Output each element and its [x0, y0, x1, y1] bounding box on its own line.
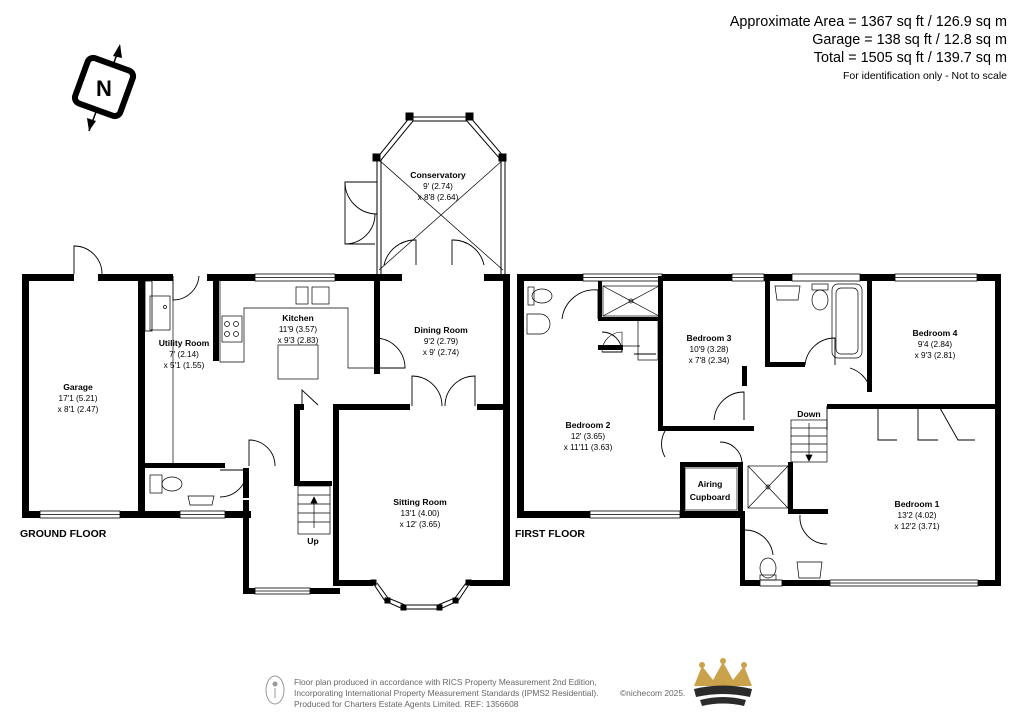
staircase-down — [790, 419, 828, 463]
room-utility: Utility Room 7' (2.14) x 5'1 (1.55) — [159, 338, 210, 370]
first-floor-windows — [582, 273, 979, 587]
area-summary: Approximate Area = 1367 sq ft / 126.9 sq… — [730, 13, 1007, 84]
room-airing-cupboard: Airing Cupboard — [690, 479, 731, 502]
room-dim-1: 9'4 (2.84) — [918, 340, 953, 349]
area-total: Total = 1505 sq ft / 139.7 sq m — [813, 50, 1007, 66]
room-name: Sitting Room — [393, 497, 447, 507]
crown-logo — [694, 658, 752, 706]
ground-floor-label: GROUND FLOOR — [20, 528, 107, 540]
room-bedroom-3: Bedroom 3 10'9 (3.28) x 7'8 (2.34) — [687, 333, 732, 365]
first-floor-label: FIRST FLOOR — [515, 528, 585, 540]
ground-floor-windows — [39, 273, 336, 595]
room-sitting: Sitting Room 13'1 (4.00) x 12' (3.65) — [393, 497, 447, 529]
room-dim-2: x 8'8 (2.64) — [418, 193, 459, 202]
room-dim-1: 7' (2.14) — [169, 350, 199, 359]
stairs-down-label: Down — [797, 409, 820, 419]
room-dim-2: x 8'1 (2.47) — [58, 405, 99, 414]
room-dim-1: 11'9 (3.57) — [279, 325, 318, 334]
room-dim-1: 17'1 (5.21) — [59, 394, 98, 403]
room-dim-1: 9' (2.74) — [423, 182, 453, 191]
room-dim-2: x 9' (2.74) — [423, 348, 459, 357]
first-floor-fittings — [526, 283, 863, 581]
footer-line-1: Floor plan produced in accordance with R… — [294, 677, 597, 687]
room-name: Dining Room — [414, 325, 468, 335]
ground-floor-doors — [73, 181, 485, 498]
staircase-up — [297, 485, 331, 535]
room-bedroom-4: Bedroom 4 9'4 (2.84) x 9'3 (2.81) — [913, 328, 958, 360]
stairs-up-label: Up — [307, 536, 318, 546]
room-dim-2: x 5'1 (1.55) — [164, 361, 205, 370]
room-bedroom-2: Bedroom 2 12' (3.65) x 11'11 (3.63) — [564, 420, 613, 452]
ground-floor-walls — [22, 274, 510, 594]
footer-line-2: Incorporating International Property Mea… — [294, 688, 599, 698]
room-name: Bedroom 1 — [895, 499, 940, 509]
room-dim-1: 10'9 (3.28) — [690, 345, 729, 354]
room-garage: Garage 17'1 (5.21) x 8'1 (2.47) — [58, 382, 99, 414]
room-dim-1: 9'2 (2.79) — [424, 337, 459, 346]
room-dim-1: 13'2 (4.02) — [898, 511, 937, 520]
airing-line-1: Airing — [698, 479, 723, 489]
room-dim-2: x 9'3 (2.83) — [278, 336, 319, 345]
person-icon — [265, 675, 285, 705]
footer-line-3: Produced for Charters Estate Agents Limi… — [294, 699, 519, 709]
room-name: Bedroom 2 — [566, 420, 611, 430]
compass-letter: N — [96, 76, 112, 101]
room-name: Conservatory — [410, 170, 466, 180]
room-dim-2: x 7'8 (2.34) — [689, 356, 730, 365]
area-note: For identification only - Not to scale — [843, 70, 1007, 82]
footer-copyright: ©nichecom 2025. — [620, 688, 686, 698]
area-garage: Garage = 138 sq ft / 12.8 sq m — [812, 32, 1007, 48]
room-dim-2: x 9'3 (2.81) — [915, 351, 956, 360]
room-name: Kitchen — [282, 313, 314, 323]
compass-icon: N — [71, 44, 137, 132]
kitchen-units — [149, 281, 375, 506]
room-bedroom-1: Bedroom 1 13'2 (4.02) x 12'2 (3.71) — [894, 499, 940, 531]
room-conservatory: Conservatory 9' (2.74) x 8'8 (2.64) — [410, 170, 466, 202]
room-dim-1: 12' (3.65) — [571, 432, 606, 441]
room-dim-2: x 12'2 (3.71) — [894, 522, 940, 531]
room-name: Utility Room — [159, 338, 210, 348]
room-dim-2: x 12' (3.65) — [400, 520, 441, 529]
sitting-room-bay — [370, 579, 472, 611]
room-dim-1: 13'1 (4.00) — [401, 509, 440, 518]
first-floor-walls — [517, 274, 1001, 586]
room-kitchen: Kitchen 11'9 (3.57) x 9'3 (2.83) — [278, 313, 319, 345]
footer-disclaimer: Floor plan produced in accordance with R… — [294, 677, 598, 710]
room-name: Bedroom 3 — [687, 333, 732, 343]
room-name: Bedroom 4 — [913, 328, 958, 338]
area-total-house: Approximate Area = 1367 sq ft / 126.9 sq… — [729, 14, 1007, 30]
conservatory-outline — [372, 112, 507, 274]
airing-line-2: Cupboard — [690, 492, 731, 502]
room-name: Garage — [63, 382, 93, 392]
room-dim-2: x 11'11 (3.63) — [564, 443, 613, 452]
room-dining: Dining Room 9'2 (2.79) x 9' (2.74) — [414, 325, 468, 357]
